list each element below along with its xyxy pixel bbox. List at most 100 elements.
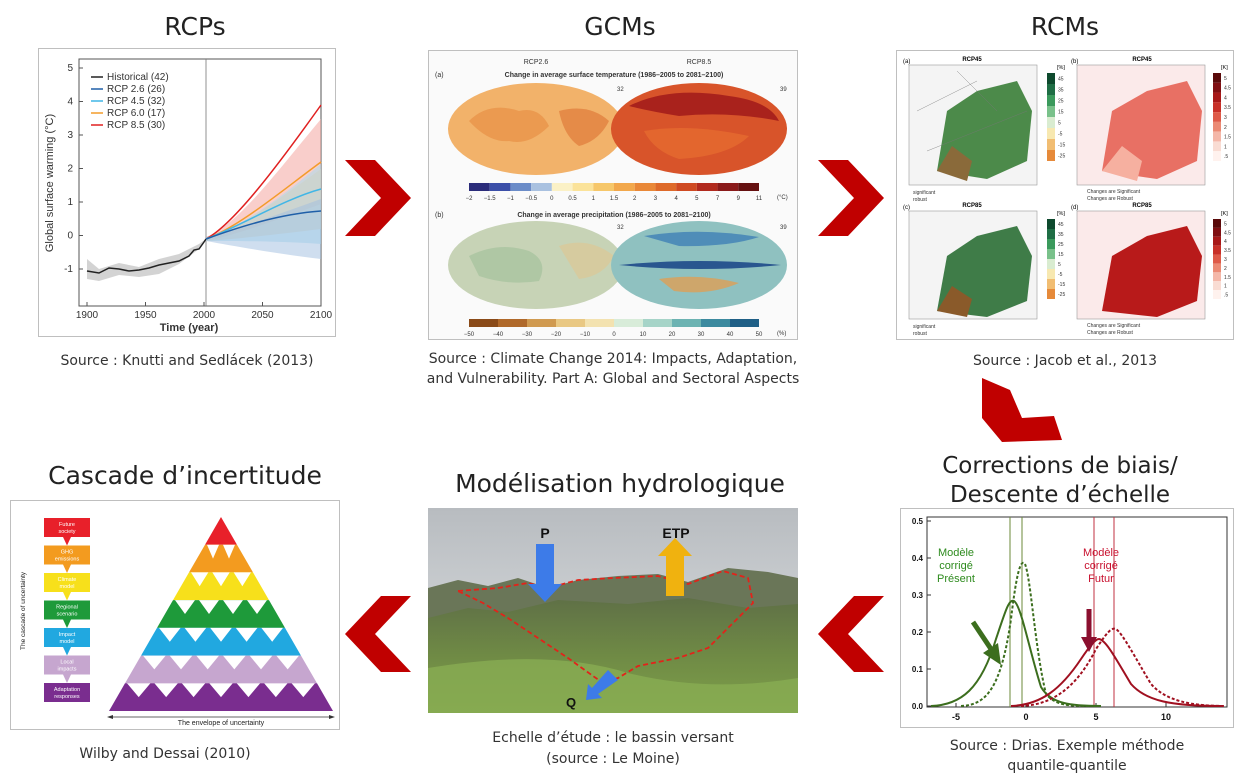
- rcm-color-swatch: [1213, 272, 1221, 282]
- svg-text:Changes are Robust: Changes are Robust: [1087, 196, 1133, 202]
- pyramid-notch: [181, 683, 206, 698]
- svg-text:[%]: [%]: [1057, 211, 1065, 217]
- svg-text:Changes are Significant: Changes are Significant: [1087, 189, 1141, 195]
- rcm-tick-label: 3.5: [1224, 105, 1231, 111]
- rcm-tick-label: 4.5: [1224, 230, 1231, 236]
- pyramid-band: [205, 517, 237, 545]
- temp-tick-label: 1.5: [610, 196, 619, 202]
- rcm-tick-label: -15: [1058, 143, 1065, 149]
- rcm-tick-label: 45: [1058, 77, 1064, 83]
- rcm-color-swatch: [1047, 73, 1055, 84]
- rcm-tick-label: 15: [1058, 252, 1064, 258]
- rcm-tick-label: -5: [1058, 272, 1063, 278]
- qq-xtick-label: 0: [1023, 712, 1028, 722]
- rcm-tick-label: 15: [1058, 110, 1064, 116]
- precip-color-swatch: [498, 319, 527, 327]
- temp-tick-label: 2: [633, 196, 637, 202]
- qq-ytick-label: 0.3: [912, 591, 924, 600]
- pyramid-band: [125, 655, 317, 684]
- green-label-3: Présent: [937, 573, 975, 585]
- rcm-tick-label: 35: [1058, 88, 1064, 94]
- temp-color-swatch: [510, 183, 532, 191]
- legend-rcp26: RCP 2.6 (26): [107, 84, 165, 95]
- rcm-color-swatch: [1047, 239, 1055, 249]
- gcm-temp-title: Change in average surface temperature (1…: [505, 72, 724, 79]
- pyramid-notch: [236, 683, 261, 698]
- temp-tick-label: 9: [737, 196, 741, 202]
- svg-text:(%): (%): [777, 331, 786, 337]
- rcm-tick-label: .5: [1224, 154, 1228, 160]
- precip-color-swatch: [672, 319, 701, 327]
- rcm-tick-label: 1.5: [1224, 275, 1231, 281]
- cascade-step-label: scenario: [57, 612, 78, 618]
- pyramid-notch: [264, 683, 288, 698]
- cascade-step-label: model: [60, 584, 75, 590]
- cascade-step-label: Local: [60, 660, 73, 666]
- flow-arrow-bias-to-hydro-icon: [818, 596, 884, 672]
- svg-text:(d): (d): [1071, 205, 1078, 211]
- pyramid-notch: [199, 600, 219, 614]
- temp-color-swatch: [614, 183, 635, 191]
- rcm-color-swatch: [1047, 95, 1055, 106]
- svg-text:robust: robust: [913, 197, 928, 203]
- temp-color-swatch: [593, 183, 614, 191]
- rcm-tick-label: 4: [1224, 239, 1227, 245]
- catchment-boundary: [454, 570, 754, 684]
- rcm-tick-label: 45: [1058, 222, 1064, 228]
- rcp-ytick-label: -1: [64, 264, 73, 275]
- temp-tick-label: 11: [756, 196, 763, 202]
- cascade-down-arrow-icon: [63, 674, 71, 683]
- rcm-tick-label: 2: [1224, 266, 1227, 272]
- rcm-tick-label: 4.5: [1224, 86, 1231, 92]
- rcm-color-swatch: [1213, 121, 1221, 132]
- caption-rcps: Source : Knutti and Sedlácek (2013): [60, 353, 314, 369]
- flow-arrow-hydro-to-cascade-icon: [345, 596, 411, 672]
- rcm-tick-label: 2: [1224, 125, 1227, 131]
- rcm-tick-label: -5: [1058, 132, 1063, 138]
- flow-arrow-rcm-to-bias-icon: [982, 378, 1062, 442]
- red-label-3: Futur: [1088, 573, 1114, 585]
- svg-text:RCP85: RCP85: [962, 203, 982, 209]
- pyramid-notch: [261, 627, 283, 642]
- qq-xtick-label: -5: [952, 712, 960, 722]
- rcm-tick-label: 5: [1224, 221, 1227, 227]
- discharge-arrow-icon: [586, 670, 618, 700]
- caption-qq-line1: Source : Drias. Exemple méthode: [949, 738, 1185, 754]
- title-hydrology: Modélisation hydrologique: [455, 469, 785, 498]
- svg-text:32: 32: [617, 225, 624, 231]
- catchment-photo: P ETP Q: [428, 508, 798, 713]
- qq-ytick-label: 0.0: [912, 702, 924, 711]
- svg-text:Changes are Robust: Changes are Robust: [1087, 330, 1133, 336]
- red-arrow-icon: [1081, 637, 1097, 652]
- label-p: P: [540, 525, 549, 541]
- caption-rcms: Source : Jacob et al., 2013: [972, 353, 1157, 369]
- rcm-color-swatch: [1047, 229, 1055, 239]
- rcm-color-swatch: [1047, 106, 1055, 117]
- cascade-step-box: [44, 683, 90, 702]
- rcm-color-swatch: [1213, 82, 1221, 93]
- pyramid-notch: [207, 544, 219, 559]
- pyramid-notch: [184, 627, 207, 642]
- rcm-color-swatch: [1213, 219, 1221, 228]
- cascade-down-arrow-icon: [63, 592, 71, 601]
- svg-text:(a): (a): [903, 59, 910, 65]
- temp-tick-label: 7: [716, 196, 720, 202]
- svg-text:(a): (a): [435, 72, 444, 79]
- temp-color-swatch: [572, 183, 594, 191]
- rcm-color-swatch: [1213, 151, 1221, 161]
- pyramid-notch: [233, 572, 251, 587]
- pyramid-notch: [169, 655, 193, 670]
- pyramid-notch: [175, 600, 195, 614]
- svg-text:robust: robust: [913, 331, 928, 337]
- rcm-tick-label: 5: [1058, 121, 1061, 127]
- green-arrow-icon: [983, 643, 1001, 665]
- pyramid-band: [157, 600, 285, 628]
- temp-tick-label: −1: [507, 196, 515, 202]
- title-bias-correction-line1: Corrections de biais/: [942, 453, 1178, 479]
- gcm-precip-title: Change in average precipitation (1986–20…: [517, 212, 710, 219]
- qq-xtick-label: 10: [1161, 712, 1171, 722]
- caption-gcms-line1: Source : Climate Change 2014: Impacts, A…: [428, 351, 798, 367]
- precip-color-swatch: [527, 319, 556, 327]
